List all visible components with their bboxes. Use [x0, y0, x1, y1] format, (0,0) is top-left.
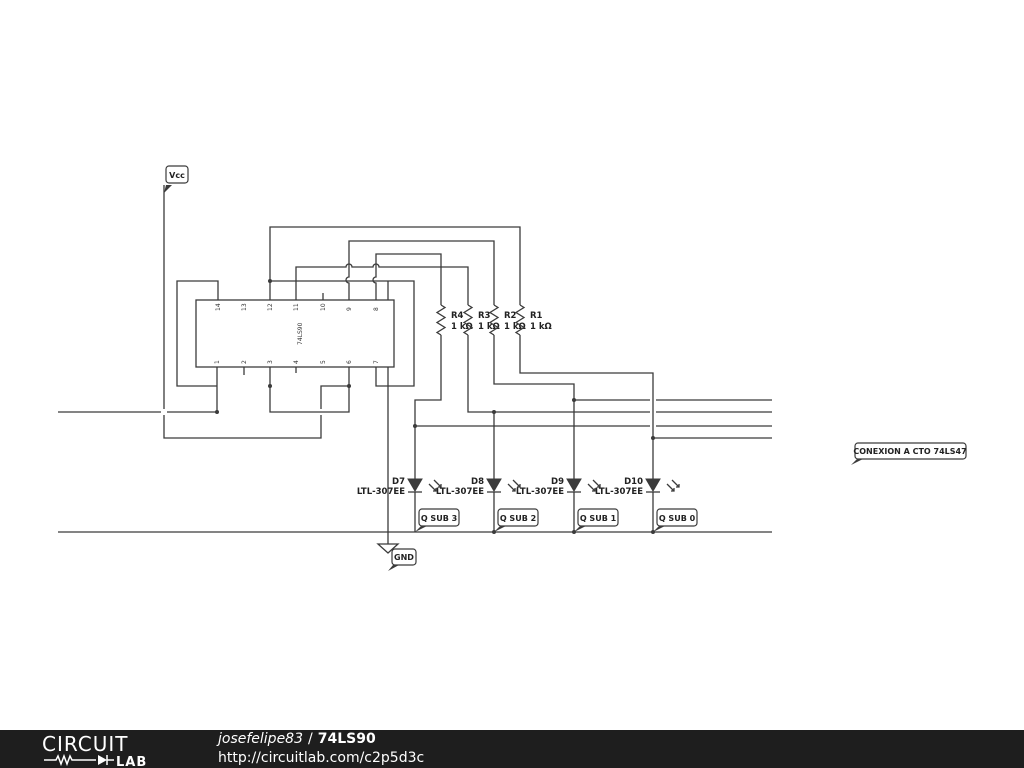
led-ref: D9	[551, 477, 564, 487]
led-ref: D8	[471, 477, 484, 487]
ic-74ls90[interactable]: 74LS90 14 13 12 11 10 9 8 1 2 3 4 5 6 7	[195, 299, 395, 368]
ic-pin-label: 6	[346, 360, 353, 364]
ic-pin-label: 7	[373, 360, 380, 364]
resistor-icon	[44, 753, 96, 766]
wires	[58, 185, 772, 542]
resistor-r2[interactable]: R2 1 kΩ	[488, 304, 526, 336]
led-part: LTL-307EE	[516, 487, 564, 497]
output-label-text: Q SUB 3	[421, 514, 457, 523]
schematic-canvas[interactable]: 74LS90 14 13 12 11 10 9 8 1 2 3 4 5 6 7 …	[0, 0, 1024, 730]
ic-pin-label: 11	[293, 303, 300, 311]
gnd-net-label[interactable]: GND	[388, 548, 417, 571]
led-d8[interactable]: D8 LTL-307EE	[436, 477, 521, 497]
ic-pin-label: 13	[241, 303, 248, 311]
output-label-text: Q SUB 1	[580, 514, 617, 523]
led-part: LTL-307EE	[595, 487, 643, 497]
resistor-r3[interactable]: R3 1 kΩ	[462, 304, 500, 336]
ic-pin-label: 4	[293, 360, 300, 364]
output-label-text: Q SUB 2	[500, 514, 536, 523]
diode-icon	[98, 755, 107, 765]
resistor-value: 1 kΩ	[451, 322, 473, 332]
led-part: LTL-307EE	[436, 487, 484, 497]
output-net-label-q-sub-3[interactable]: Q SUB 3	[415, 508, 460, 532]
resistor-ref: R2	[504, 311, 517, 321]
output-net-label-q-sub-2[interactable]: Q SUB 2	[494, 508, 539, 532]
vcc-net-label[interactable]: Vcc	[164, 165, 189, 193]
ic-pin-label: 3	[267, 360, 274, 364]
circuit-url-link[interactable]: http://circuitlab.com/c2p5d3c	[218, 750, 425, 766]
circuit-title[interactable]: 74LS90	[317, 731, 376, 747]
resistor-ref: R3	[478, 311, 491, 321]
logo-circuit-text: CIRCUIT	[42, 732, 128, 756]
resistor-value: 1 kΩ	[478, 322, 500, 332]
diode-bar-icon	[106, 755, 114, 765]
ic-pin-label: 14	[215, 303, 222, 311]
ic-pin-label: 12	[267, 303, 274, 311]
led-d7[interactable]: D7 LTL-307EE	[357, 477, 442, 497]
resistor-r4[interactable]: R4 1 kΩ	[435, 304, 473, 336]
ic-pin-label: 8	[373, 307, 380, 311]
ic-pin-label: 9	[346, 307, 353, 311]
vcc-label-text: Vcc	[169, 171, 185, 180]
circuitlab-logo[interactable]: CIRCUIT LAB	[42, 732, 174, 766]
led-ref: D7	[392, 477, 405, 487]
connection-net-label[interactable]: CONEXION A CTO 74LS47	[851, 442, 967, 465]
connection-label-text: CONEXION A CTO 74LS47	[853, 447, 966, 456]
gnd-label-text: GND	[394, 553, 414, 562]
resistor-r1[interactable]: R1 1 kΩ	[514, 304, 552, 336]
author-link[interactable]: josefelipe83	[218, 731, 303, 747]
logo-lab-text: LAB	[116, 755, 147, 766]
ic-pin-label: 1	[214, 360, 221, 364]
ground-symbol[interactable]	[376, 542, 400, 554]
resistor-value: 1 kΩ	[504, 322, 526, 332]
resistor-value: 1 kΩ	[530, 322, 552, 332]
ic-body[interactable]	[195, 299, 395, 368]
resistor-ref: R4	[451, 311, 464, 321]
ic-part-label: 74LS90	[297, 322, 304, 345]
led-d9[interactable]: D9 LTL-307EE	[516, 477, 601, 497]
ic-pin-label: 5	[320, 360, 327, 364]
ic-pin-label: 2	[241, 360, 248, 364]
output-net-label-q-sub-1[interactable]: Q SUB 1	[574, 508, 619, 532]
title-separator: /	[308, 731, 313, 747]
output-net-label-q-sub-0[interactable]: Q SUB 0	[653, 508, 698, 532]
footer-title: josefelipe83 /74LS90	[218, 731, 376, 747]
ic-pin-label: 10	[320, 303, 327, 311]
output-label-text: Q SUB 0	[659, 514, 696, 523]
led-d10[interactable]: D10 LTL-307EE	[595, 477, 680, 497]
led-ref: D10	[624, 477, 643, 487]
resistor-ref: R1	[530, 311, 543, 321]
footer-bar: CIRCUIT LAB josefelipe83 /74LS90 http://c…	[0, 730, 1024, 768]
led-part: LTL-307EE	[357, 487, 405, 497]
